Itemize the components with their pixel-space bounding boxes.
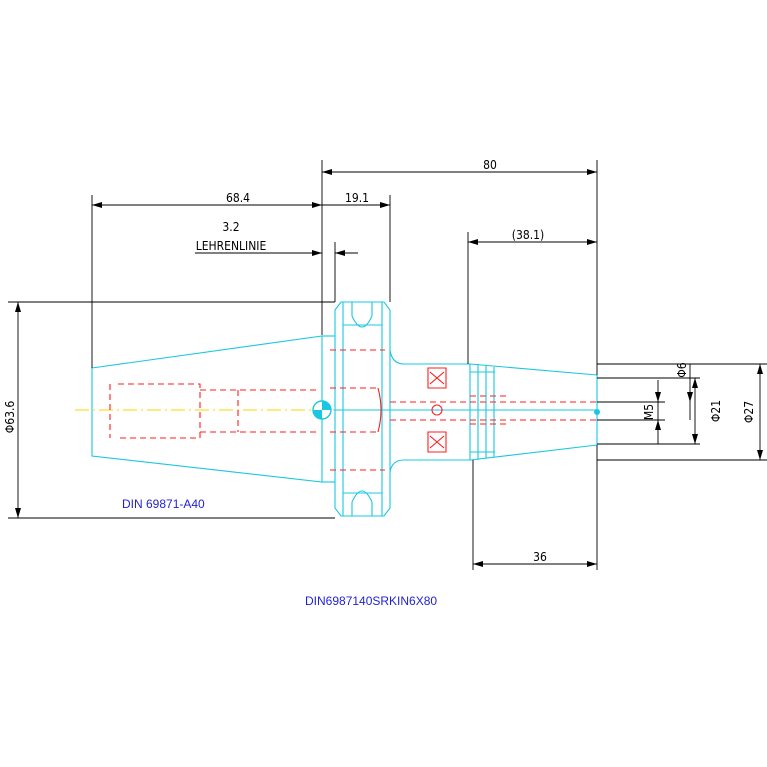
center-dot <box>594 409 600 415</box>
dimension-lines <box>8 160 767 570</box>
hidden-lines <box>109 349 600 471</box>
gauge-offset-label: 3.2 <box>222 220 239 234</box>
total-length-label: 80 <box>483 158 497 172</box>
flange-diameter-label: Φ63.6 <box>3 401 17 434</box>
flange-outline <box>334 301 391 517</box>
taper-outline <box>91 335 335 483</box>
inner-diameter-label: Φ21 <box>709 400 723 422</box>
shank-length-label: 36 <box>533 550 547 564</box>
gauge-line-label: LEHRENLINIE <box>196 239 267 253</box>
thread-label: M5 <box>642 404 656 420</box>
flange-width-label: 19.1 <box>345 191 369 205</box>
collet-length-label: (38.1) <box>512 228 544 242</box>
bore-diameter-label: Φ6 <box>675 362 689 377</box>
taper-length-label: 68.4 <box>226 191 250 205</box>
shank-outline <box>335 349 600 473</box>
standard-label: DIN 69871-A40 <box>122 497 205 511</box>
gauge-marker <box>312 400 332 420</box>
part-number-label: DIN6987140SRKIN6X80 <box>305 594 437 608</box>
outer-diameter-label: Φ27 <box>742 401 756 423</box>
